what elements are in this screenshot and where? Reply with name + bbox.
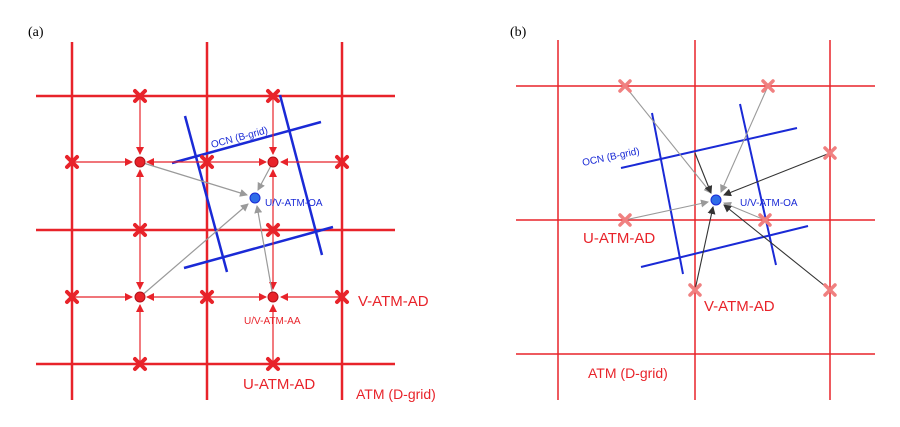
cross-marker <box>266 223 280 237</box>
cross-marker <box>266 357 280 371</box>
cross-marker <box>758 213 772 227</box>
cross-marker <box>133 357 147 371</box>
cross-marker <box>823 146 837 160</box>
panel-a-center-dots <box>134 156 279 303</box>
aa-point <box>134 291 146 303</box>
panel-a-ocn-grid <box>171 94 334 273</box>
aa-point <box>267 156 279 168</box>
panel-a-red-arrows <box>72 96 342 364</box>
panel-b-label: (b) <box>510 25 527 40</box>
aa-point <box>267 291 279 303</box>
aa-point <box>134 156 146 168</box>
cross-marker <box>266 89 280 103</box>
panel-a-ocn-label: OCN (B-grid) <box>210 125 269 151</box>
cross-marker <box>335 290 349 304</box>
panel-b-crosses <box>618 79 837 297</box>
cross-marker <box>618 213 632 227</box>
oa-point <box>249 192 261 204</box>
cross-marker <box>133 89 147 103</box>
cross-marker <box>65 290 79 304</box>
panel-a-atm-label: ATM (D-grid) <box>356 386 436 402</box>
panel-a-aa-label: U/V-ATM-AA <box>244 316 301 327</box>
panel-b-uad-label: U-ATM-AD <box>583 230 655 247</box>
cross-marker <box>133 223 147 237</box>
cross-marker <box>618 79 632 93</box>
panel-a-vad-label: V-ATM-AD <box>358 293 429 310</box>
panel-a-label: (a) <box>28 25 44 40</box>
panel-b-gray-arrows <box>624 85 769 221</box>
panel-b-dark-arrows <box>694 152 831 291</box>
panel-a-uad-label: U-ATM-AD <box>243 376 315 393</box>
panel-a: (a) <box>28 25 436 402</box>
cross-marker <box>761 79 775 93</box>
panel-b-oa-label: U/V-ATM-OA <box>740 198 798 209</box>
panel-b-ocn-grid <box>620 103 809 275</box>
cross-marker <box>823 283 837 297</box>
cross-marker <box>200 155 214 169</box>
panel-b-atm-label: ATM (D-grid) <box>588 365 668 381</box>
oa-point <box>710 194 722 206</box>
cross-marker <box>335 155 349 169</box>
panel-b: (b) <box>510 25 875 400</box>
panel-a-atm-grid <box>36 42 395 400</box>
cross-marker <box>200 290 214 304</box>
panel-a-crosses <box>65 89 349 371</box>
cross-marker <box>65 155 79 169</box>
panel-b-vad-label: V-ATM-AD <box>704 298 775 315</box>
cross-marker <box>688 283 702 297</box>
panel-b-atm-grid <box>516 40 875 400</box>
panel-a-oa-label: U/V-ATM-OA <box>265 198 323 209</box>
